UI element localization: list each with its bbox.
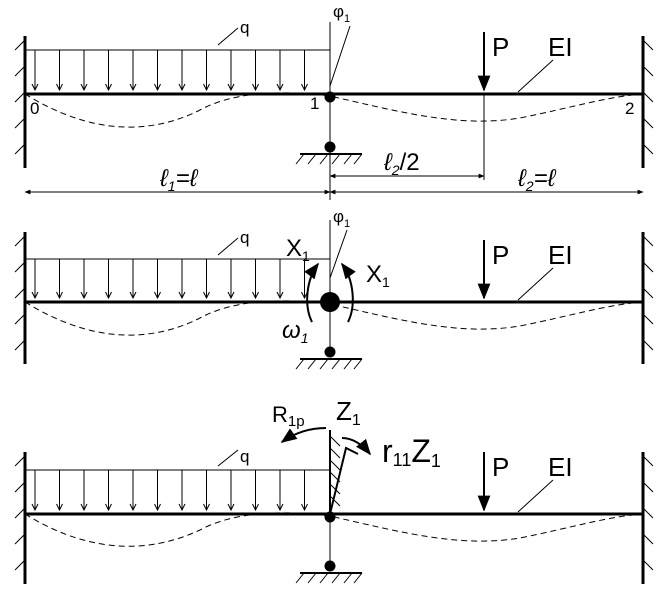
load-arrow-head <box>178 291 186 300</box>
ground-hatch <box>295 153 363 165</box>
panel-force-method: q φ1 X1 X1 ω1 P EI <box>14 207 654 370</box>
node-1-hinge <box>324 511 336 523</box>
load-arrow-head <box>252 291 259 300</box>
stiffness-label: EI <box>548 32 573 62</box>
load-q-label: q <box>240 228 249 247</box>
load-arrow-head <box>301 503 308 512</box>
load-arrow-head <box>276 291 284 300</box>
point-load-label: P <box>492 240 509 270</box>
left-fixed-support <box>14 232 27 364</box>
deflected-shape <box>24 512 644 547</box>
load-arrow-head <box>80 503 88 512</box>
load-arrow-head <box>31 503 39 512</box>
load-arrow-head <box>56 503 63 512</box>
support-hinge <box>324 141 336 153</box>
load-arrow-head <box>203 503 210 512</box>
reaction-r1p-arrow <box>280 427 327 443</box>
load-arrow-head <box>227 503 235 512</box>
load-arrow-head <box>252 83 259 92</box>
load-arrow-head <box>178 503 186 512</box>
load-arrow-head <box>203 291 210 300</box>
rotation-phi-label: φ1 <box>333 2 350 25</box>
right-fixed-support <box>641 452 654 584</box>
right-fixed-support <box>641 36 654 168</box>
node-0-label: 0 <box>30 99 39 118</box>
deflected-shape <box>24 92 644 128</box>
load-arrow-head <box>154 503 161 512</box>
load-arrow-head <box>227 291 235 300</box>
unknown-z1-label: Z1 <box>336 396 361 429</box>
panel-displacement-method: q R1p Z1 <box>14 396 654 584</box>
node-1-hinge-large <box>320 292 340 312</box>
load-arrow-head <box>105 83 112 92</box>
point-load-label: P <box>492 32 509 62</box>
load-arrow-head <box>105 291 112 300</box>
dim-l2-label: ℓ2=ℓ <box>517 165 557 194</box>
load-arrow-head <box>129 291 137 300</box>
load-arrow-head <box>105 503 112 512</box>
distributed-load <box>25 49 330 92</box>
load-arrow-head <box>227 83 235 92</box>
load-arrow-head <box>276 83 284 92</box>
support-hinge <box>324 346 336 358</box>
ground-hatch <box>295 572 363 584</box>
moment-x1-right-arrow <box>341 262 356 323</box>
node-1-hinge <box>324 91 336 103</box>
load-arrow-head <box>203 83 210 92</box>
deflected-shape <box>24 300 644 336</box>
moment-x1-left-arrow <box>304 262 319 323</box>
dim-l1-label: ℓ1=ℓ <box>159 165 199 194</box>
rotation-phi-label: φ1 <box>333 207 350 230</box>
load-q-label: q <box>240 18 249 37</box>
reaction-r1p-label: R1p <box>272 402 305 430</box>
load-arrow-head <box>129 503 137 512</box>
left-fixed-support <box>14 452 27 584</box>
ground-hatch <box>295 358 363 370</box>
omega-label: ω1 <box>282 317 309 346</box>
node-2-label: 2 <box>625 99 634 118</box>
load-arrow-head <box>80 291 88 300</box>
dim-half-label: ℓ2/2 <box>383 149 420 178</box>
stiffness-label: EI <box>548 452 573 482</box>
support-hinge <box>324 560 336 572</box>
load-arrow-head <box>178 83 186 92</box>
reaction-r11-arrow <box>341 437 371 456</box>
distributed-load <box>25 258 330 300</box>
left-fixed-support <box>14 36 27 168</box>
load-q-label: q <box>240 447 249 466</box>
distributed-load <box>25 469 330 512</box>
load-arrow-head <box>252 503 259 512</box>
load-arrow-head <box>276 503 284 512</box>
load-arrow-head <box>301 83 308 92</box>
load-arrow-head <box>31 83 39 92</box>
node-1-label: 1 <box>310 94 319 113</box>
load-arrow-head <box>154 291 161 300</box>
stiffness-label: EI <box>548 240 573 270</box>
load-arrow-head <box>80 83 88 92</box>
panel-original-system: q φ1 P EI 0 1 2 <box>14 2 654 200</box>
moment-x1-right-label: X1 <box>366 261 390 290</box>
moment-x1-left-label: X1 <box>286 235 310 264</box>
floating-clamp <box>329 430 359 515</box>
load-arrow-head <box>31 291 39 300</box>
reaction-r11z1-label: r11Z1 <box>382 433 441 471</box>
load-arrow-head <box>56 83 63 92</box>
point-load-label: P <box>492 452 509 482</box>
right-fixed-support <box>641 232 654 364</box>
load-arrow-head <box>129 83 137 92</box>
load-arrow-head <box>154 83 161 92</box>
load-arrow-head <box>56 291 63 300</box>
